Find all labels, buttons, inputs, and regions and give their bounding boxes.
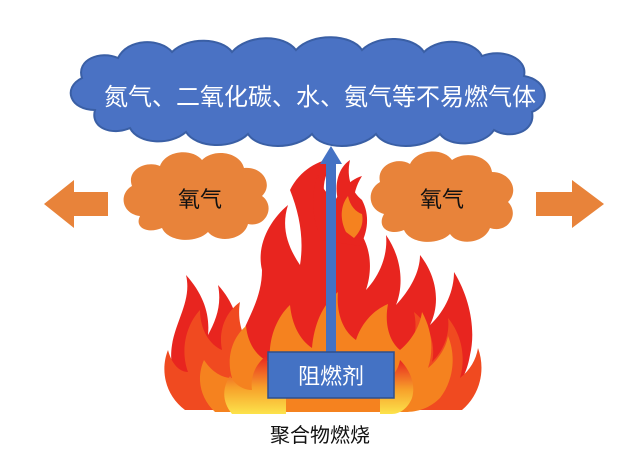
arrow-left-icon: [44, 180, 108, 228]
arrow-up-head: [320, 146, 342, 164]
retardant-box: [267, 351, 395, 399]
oxygen-cloud-left: [123, 152, 269, 240]
oxygen-cloud-right-shape: [370, 151, 514, 242]
arrow-up-icon: [320, 146, 342, 352]
flame-tip-swirl: [341, 196, 363, 238]
oxygen-cloud-right: [370, 151, 514, 242]
arrow-up-shaft: [326, 162, 336, 352]
gas-cloud-shape: [69, 36, 546, 147]
arrow-right-icon: [536, 180, 604, 228]
gas-cloud: [69, 36, 546, 147]
oxygen-cloud-left-shape: [123, 152, 269, 240]
flame-core-right: [380, 360, 414, 414]
